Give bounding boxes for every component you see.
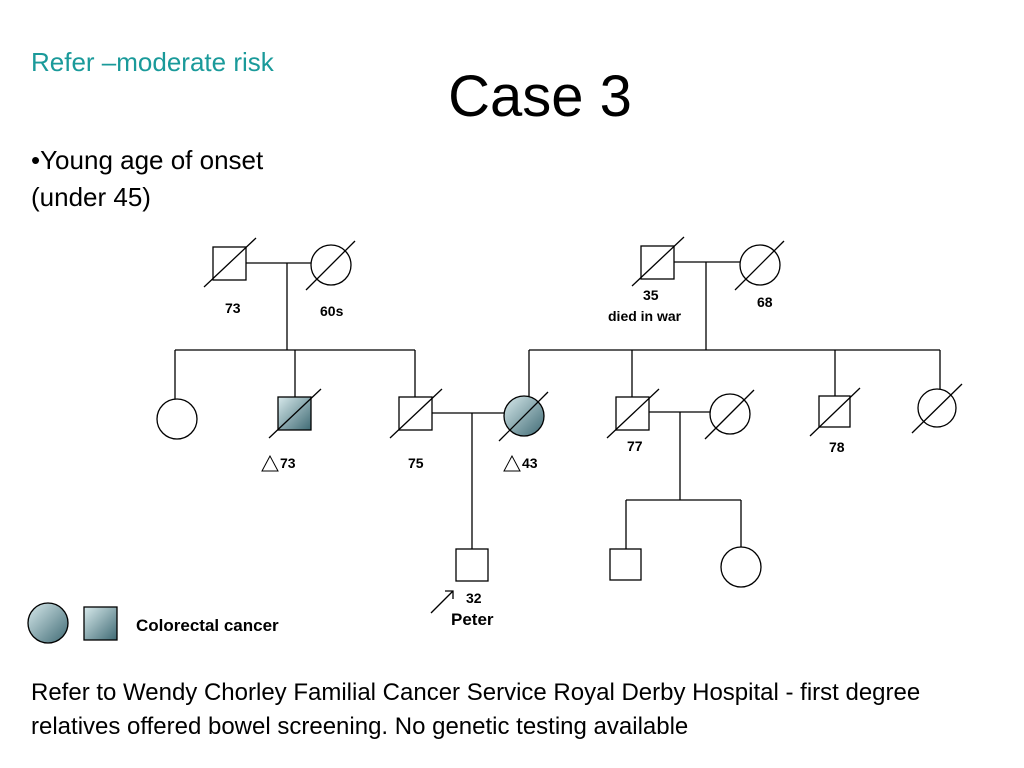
maternal-grandfather-note: died in war: [608, 308, 682, 324]
bullet-point: •Young age of onset (under 45): [31, 145, 264, 212]
maternal-grandmother-age: 68: [757, 294, 773, 310]
legend-label: Colorectal cancer: [136, 616, 279, 635]
paternal-uncle-affected: [268, 388, 322, 439]
mother-triangle: [503, 454, 521, 472]
legend-affected-female: [27, 602, 69, 644]
legend-affected-male: [83, 606, 118, 641]
paternal-grandmother-age: 60s: [320, 303, 344, 319]
maternal-uncle: [606, 388, 660, 439]
paternal-uncle-triangle: [261, 454, 279, 472]
paternal-grandfather: [203, 237, 257, 288]
paternal-uncle-age: 73: [280, 455, 296, 471]
footer-note: Refer to Wendy Chorley Familial Cancer S…: [31, 679, 921, 740]
maternal-grandfather-age: 35: [643, 287, 659, 303]
father-age: 75: [408, 455, 424, 471]
paternal-aunt: [156, 398, 198, 440]
pedigree-lines: [174, 261, 941, 549]
referral-heading: Refer –moderate risk: [31, 47, 274, 77]
maternal-uncle-age: 77: [627, 438, 643, 454]
proband-peter: [455, 548, 489, 582]
maternal-uncle-2: [809, 387, 861, 437]
proband-age: 32: [466, 590, 482, 606]
father: [389, 388, 443, 439]
slide-title: Case 3: [448, 64, 632, 129]
proband-arrow: [430, 590, 454, 614]
maternal-aunt: [911, 383, 963, 434]
paternal-grandmother: [305, 240, 356, 291]
maternal-uncle-spouse: [704, 389, 755, 440]
cousin-male: [609, 548, 642, 581]
mother-age: 43: [522, 455, 538, 471]
cousin-female: [720, 546, 762, 588]
maternal-grandfather: [631, 236, 685, 287]
mother-affected: [498, 391, 549, 442]
maternal-grandmother: [734, 240, 785, 291]
maternal-uncle-2-age: 78: [829, 439, 845, 455]
proband-name: Peter: [451, 610, 494, 629]
paternal-grandfather-age: 73: [225, 300, 241, 316]
